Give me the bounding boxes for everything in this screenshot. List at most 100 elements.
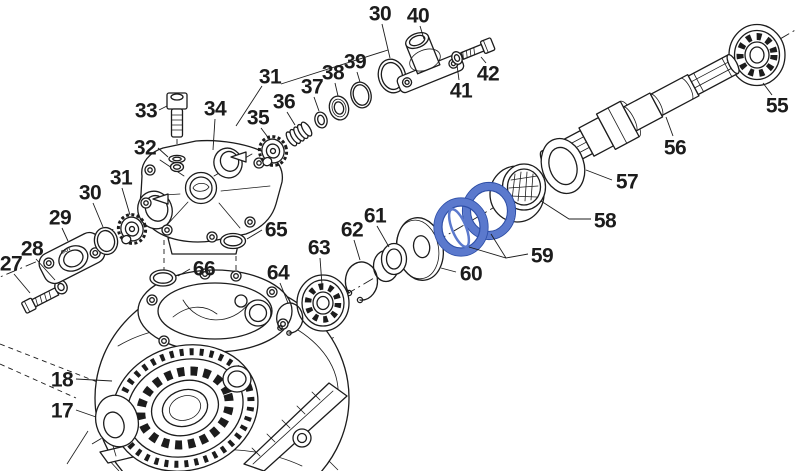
- flow-arrow-left: [152, 193, 169, 205]
- part-number-label: 30: [369, 3, 391, 26]
- part-callout-36: 36: [273, 91, 296, 126]
- part-number-label: 36: [273, 91, 295, 114]
- o-ring-65: [219, 232, 247, 250]
- flange-bolt-holes: [146, 268, 289, 347]
- o-ring-39: [350, 81, 372, 109]
- part-callout-66: 66: [177, 258, 216, 281]
- circlip-62: [344, 261, 379, 304]
- o-ring-66: [149, 269, 177, 287]
- part-number-label: 64: [267, 262, 290, 285]
- part-callout-27: 27: [0, 253, 31, 294]
- part-callout-38: 38: [322, 62, 345, 97]
- part-callout-40: 40: [407, 5, 430, 40]
- part-number-label: 33: [135, 100, 157, 123]
- part-number-label: 35: [247, 107, 270, 130]
- part-number-label: 38: [322, 62, 345, 85]
- part-number-label: 31: [259, 66, 282, 89]
- part-number-label: 29: [49, 207, 71, 230]
- part-callout-65: 65: [246, 219, 288, 242]
- drain-boss: [292, 428, 312, 448]
- part-number-label: 41: [450, 80, 473, 103]
- shim-washer-57: [540, 137, 586, 195]
- part-callout-37: 37: [301, 76, 324, 112]
- grommet-17: [94, 394, 140, 448]
- part-callout-33: 33: [135, 100, 168, 123]
- spring-36: [285, 121, 313, 147]
- bolt-42: [460, 37, 496, 60]
- part-callout-55: 55: [762, 82, 789, 118]
- part-number-label: 31: [110, 167, 133, 190]
- part-callout-18: 18: [51, 369, 113, 392]
- seal-cap-38: [328, 95, 350, 121]
- part-callout-62: 62: [341, 219, 364, 261]
- washer-32: [168, 154, 186, 164]
- part-number-label: 42: [477, 63, 499, 86]
- part-callout-59: 59: [468, 233, 554, 268]
- part-callout-42: 42: [477, 56, 500, 86]
- part-number-label: 39: [344, 51, 366, 74]
- part-number-label: 40: [407, 5, 429, 28]
- part-number-label: 55: [766, 95, 789, 118]
- pto-shaft-56: [539, 54, 740, 176]
- part-number-label: 59: [531, 245, 553, 268]
- bearing-55: [728, 23, 786, 87]
- valve-assembly-31-left: [116, 213, 148, 245]
- part-number-label: 60: [460, 263, 482, 286]
- valve-assembly-35: [257, 135, 289, 167]
- bearing-63: [296, 274, 350, 332]
- part-callout-30: 30: [369, 3, 392, 59]
- part-number-label: 57: [616, 171, 638, 194]
- part-callout-60: 60: [440, 263, 483, 286]
- part-callout-41: 41: [450, 64, 473, 103]
- part-number-label: 63: [308, 237, 330, 260]
- side-port-upper: [244, 299, 272, 327]
- part-number-label: 62: [341, 219, 363, 242]
- part-number-label: 66: [193, 258, 215, 281]
- part-number-label: 56: [664, 137, 686, 160]
- out-marking: OUT: [60, 246, 72, 256]
- part-number-label: 58: [594, 210, 617, 233]
- part-callout-32: 32: [134, 137, 169, 160]
- part-callout-29: 29: [49, 207, 72, 242]
- part-callout-31: 31: [110, 167, 133, 216]
- part-number-label: 37: [301, 76, 323, 99]
- part-number-label: 18: [51, 369, 74, 392]
- part-callout-35: 35: [247, 107, 270, 141]
- part-callout-34: 34: [204, 98, 227, 151]
- part-number-label: 28: [21, 238, 44, 261]
- part-callout-57: 57: [585, 169, 639, 194]
- flow-arrow-right: [230, 151, 247, 163]
- part-callout-64: 64: [267, 262, 290, 304]
- bolt-27: [21, 287, 60, 314]
- part-number-label: 61: [364, 205, 387, 228]
- part-callout-63: 63: [308, 237, 331, 286]
- part-number-label: 32: [134, 137, 156, 160]
- part-number-label: 34: [204, 98, 227, 121]
- ring-37: [314, 111, 328, 129]
- bearing-boss-18: [111, 344, 259, 471]
- part-number-label: 27: [0, 253, 22, 276]
- part-callout-61: 61: [364, 205, 390, 248]
- circlip-64: [276, 302, 304, 336]
- part-callout-17: 17: [51, 400, 97, 423]
- needle-bearing-58: [489, 163, 547, 223]
- part-callout-31: 31: [235, 49, 389, 127]
- outlet-fitting-29: OUT: [38, 231, 106, 285]
- part-number-label: 17: [51, 400, 73, 423]
- spacer-61: [372, 242, 408, 283]
- part-number-label: 65: [265, 219, 288, 242]
- o-ring-30-left: [93, 226, 119, 256]
- part-callout-30: 30: [79, 182, 104, 228]
- crankcase-housing: [94, 268, 350, 471]
- bolt-33: [166, 92, 188, 138]
- part-callout-58: 58: [540, 200, 617, 233]
- part-callout-28: 28: [21, 238, 56, 281]
- seal-ring-59-front: [433, 197, 489, 257]
- part-callout-39: 39: [344, 51, 367, 83]
- part-number-label: 30: [79, 182, 101, 205]
- washer-41: [451, 51, 463, 65]
- part-callout-56: 56: [664, 116, 687, 160]
